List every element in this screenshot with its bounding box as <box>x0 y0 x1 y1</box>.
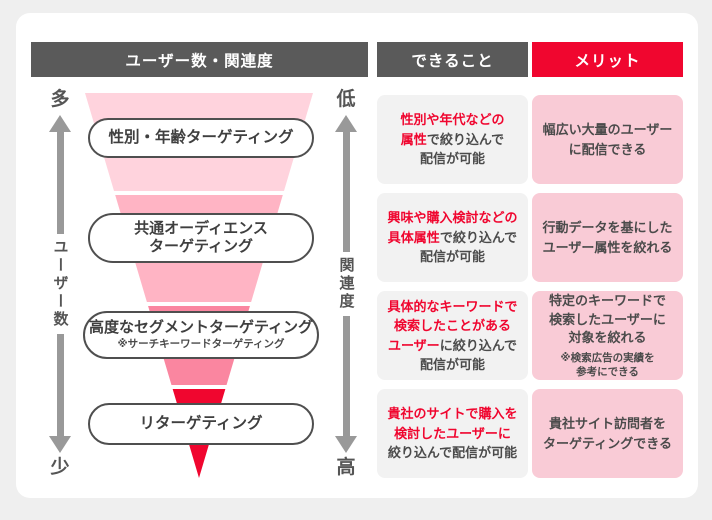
funnel-level-2-title: 共通オーディエンス ターゲティング <box>134 220 268 255</box>
capability-box-interest: 興味や購入検討などの 具体属性で絞り込んで 配信が可能 <box>377 193 528 282</box>
header-user-count-relevance-label: ユーザー数・関連度 <box>125 52 274 70</box>
axis-relevance-arrow: 関連度 <box>327 115 365 453</box>
funnel-level-1-title: 性別・年齢ターゲティング <box>108 128 294 146</box>
axis-user-count: 多 ユーザー数 少 <box>41 90 79 477</box>
arrow-up-icon <box>49 115 71 132</box>
arrow-shaft <box>342 132 350 252</box>
header-merit-label: メリット <box>574 52 641 70</box>
merit-box-interest: 行動データを基にした ユーザー属性を絞れる <box>532 193 683 282</box>
axis-relevance-label: 関連度 <box>337 257 355 311</box>
arrow-shaft <box>342 316 350 436</box>
merit-text: 行動データを基にした ユーザー属性を絞れる <box>542 220 673 255</box>
axis-relevance-bottom-label: 高 <box>336 457 356 478</box>
axis-user-count-bottom-label: 少 <box>50 457 70 478</box>
capability-rest: で絞り込んで 配信が可能 <box>419 131 505 167</box>
capability-box-keyword: 具体的なキーワードで 検索したことがある ユーザーに絞り込んで 配信が可能 <box>377 291 528 380</box>
capability-text: 具体的なキーワードで 検索したことがある ユーザーに絞り込んで 配信が可能 <box>387 297 517 375</box>
infographic-card: ユーザー数・関連度 できること メリット 性別・年齢ターゲティング 共通オーディ… <box>16 13 698 498</box>
axis-relevance-top-label: 低 <box>336 89 356 110</box>
merit-box-keyword: 特定のキーワードで 検索したユーザーに 対象を絞れる ※検索広告の実績を 参考に… <box>532 291 683 380</box>
merit-note: ※検索広告の実績を 参考にできる <box>560 351 655 378</box>
capability-text: 貴社のサイトで購入を 検討したユーザーに 絞り込んで配信が可能 <box>387 404 517 463</box>
header-capabilities-label: できること <box>411 52 494 70</box>
funnel-level-demographic-targeting: 性別・年齢ターゲティング <box>88 118 314 158</box>
funnel-level-3-subtitle: ※サーチキーワードターゲティング <box>117 338 285 351</box>
funnel-panel: 性別・年齢ターゲティング 共通オーディエンス ターゲティング 高度なセグメントタ… <box>31 85 368 480</box>
arrow-down-icon <box>49 436 71 453</box>
header-capabilities: できること <box>377 42 528 77</box>
funnel-level-advanced-segment-targeting: 高度なセグメントターゲティング ※サーチキーワードターゲティング <box>83 311 319 359</box>
axis-user-count-arrow: ユーザー数 <box>41 115 79 453</box>
funnel-level-retargeting: リターゲティング <box>88 403 314 445</box>
axis-user-count-label: ユーザー数 <box>51 239 69 329</box>
funnel-level-4-title: リターゲティング <box>139 414 263 432</box>
merit-text: 貴社サイト訪問者を ターゲティングできる <box>543 416 672 451</box>
capability-rest: 絞り込んで配信が可能 <box>387 445 518 461</box>
capability-text: 興味や購入検討などの 具体属性で絞り込んで 配信が可能 <box>387 208 517 267</box>
capability-highlight: 性別や年代などの 属性 <box>400 112 505 147</box>
arrow-shaft <box>56 132 64 234</box>
arrow-up-icon <box>335 115 357 132</box>
capability-box-demographic: 性別や年代などの 属性で絞り込んで 配信が可能 <box>377 95 528 184</box>
funnel-level-3-title: 高度なセグメントターゲティング <box>88 319 314 337</box>
funnel-level-common-audience-targeting: 共通オーディエンス ターゲティング <box>88 213 314 263</box>
header-user-count-relevance: ユーザー数・関連度 <box>31 42 368 77</box>
merit-box-retargeting: 貴社サイト訪問者を ターゲティングできる <box>532 389 683 478</box>
header-merit: メリット <box>532 42 683 77</box>
merit-text: 特定のキーワードで 検索したユーザーに 対象を絞れる <box>548 293 666 346</box>
capability-rest: で絞り込んで 配信が可能 <box>419 229 518 265</box>
capability-text: 性別や年代などの 属性で絞り込んで 配信が可能 <box>400 110 504 169</box>
axis-user-count-top-label: 多 <box>50 89 70 110</box>
capability-rest: に絞り込んで 配信が可能 <box>419 337 518 373</box>
arrow-shaft <box>56 334 64 436</box>
capability-highlight: 貴社のサイトで購入を 検討したユーザーに <box>387 406 518 441</box>
merit-text: 幅広い大量のユーザー に配信できる <box>542 122 673 157</box>
arrow-down-icon <box>335 436 357 453</box>
capability-box-retargeting: 貴社のサイトで購入を 検討したユーザーに 絞り込んで配信が可能 <box>377 389 528 478</box>
capability-highlight: 具体的なキーワードで 検索したことがある ユーザー <box>387 298 518 353</box>
axis-relevance: 低 関連度 高 <box>327 90 365 477</box>
merit-box-demographic: 幅広い大量のユーザー に配信できる <box>532 95 683 184</box>
capability-highlight: 興味や購入検討などの 具体属性 <box>387 210 518 245</box>
